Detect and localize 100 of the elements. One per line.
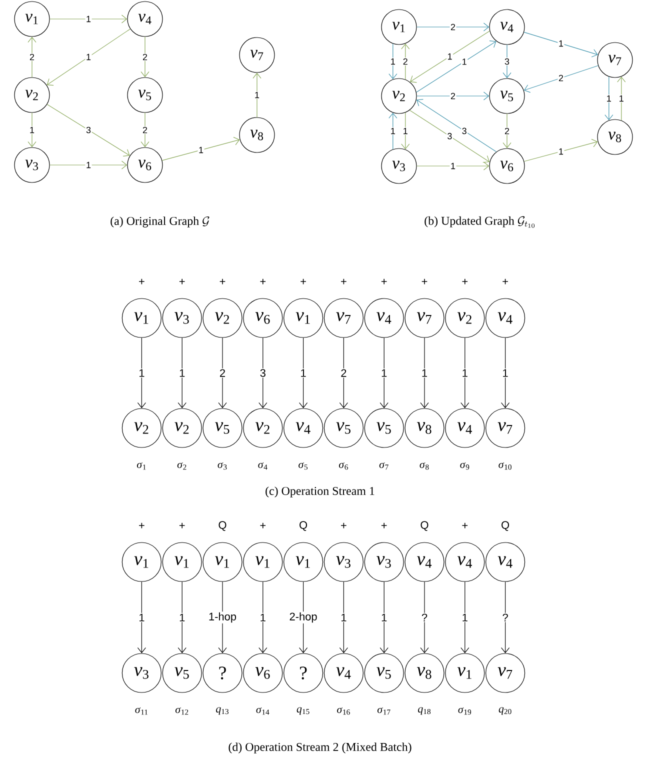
arrow <box>420 338 429 408</box>
operation-label: σ$_{5}$ <box>298 462 308 470</box>
arrow <box>502 44 512 78</box>
arrow <box>409 110 490 163</box>
arrow <box>50 14 128 24</box>
operation-sign: + <box>422 278 428 284</box>
arrow <box>524 65 598 93</box>
operation-sign: Q <box>420 521 428 531</box>
edge-label: 3 <box>504 58 510 66</box>
arrow <box>401 44 410 80</box>
edge-label: 1 <box>259 612 267 622</box>
arrow <box>258 582 268 654</box>
arrow <box>501 582 510 654</box>
operation-sign: + <box>381 278 387 284</box>
operation-sign: Q <box>300 521 308 531</box>
arrow <box>501 338 510 408</box>
edge-label: 1 <box>299 368 308 378</box>
operation-sign: + <box>260 278 266 284</box>
arrow <box>140 36 150 78</box>
arrow <box>416 162 490 170</box>
edge-label: 2 <box>402 58 409 66</box>
arrow <box>162 136 240 161</box>
arrow <box>416 40 496 93</box>
arrow <box>299 338 308 408</box>
operation-sign: + <box>179 522 185 528</box>
edge-label: ? <box>501 612 510 622</box>
edge-label: 1 <box>138 368 146 378</box>
edge-label: 1 <box>390 58 396 66</box>
edge-label: 1 <box>450 162 456 170</box>
edge-label: 2 <box>450 23 456 31</box>
edge-label: 1 <box>501 368 510 378</box>
caption: $\text{(b) Updated Graph }\mathcal{G}_{t_{10}}$ <box>424 216 535 228</box>
arrow <box>46 104 130 156</box>
arrow <box>218 338 227 408</box>
edge-label: 1 <box>138 612 146 622</box>
edge-label: 3 <box>259 368 267 378</box>
edge-label: 1 <box>618 94 625 102</box>
arrow <box>416 22 490 32</box>
operation-label: σ$_{9}$ <box>460 462 470 470</box>
arrow <box>258 338 268 408</box>
arrow <box>420 582 429 654</box>
arrow <box>339 582 348 654</box>
edge-label: 2 <box>558 74 564 82</box>
operation-sign: + <box>300 278 306 284</box>
operation-label: q$_{18}$ <box>418 707 431 715</box>
operation-label: σ$_{2}$ <box>177 462 186 470</box>
edge-label: 2-hop <box>288 612 318 624</box>
arrow <box>460 338 470 408</box>
operation-label: σ$_{14}$ <box>256 707 270 715</box>
caption: (c) Operation Stream 1 <box>266 486 374 498</box>
operation-sign: + <box>341 522 346 528</box>
operation-label: q$_{15}$ <box>296 707 310 715</box>
operation-label: σ$_{1}$ <box>136 462 146 470</box>
edge-label: 1 <box>340 612 348 622</box>
caption: (d) Operation Stream 2 (Mixed Batch) <box>228 742 412 754</box>
edge-label: 1 <box>28 126 36 134</box>
edge-label: 1 <box>85 161 92 169</box>
edge-label: 1 <box>606 94 612 102</box>
operation-label: σ$_{19}$ <box>458 707 472 715</box>
operation-label: σ$_{4}$ <box>258 462 268 470</box>
operation-sign: + <box>462 278 468 284</box>
edge-label: 1 <box>461 368 469 378</box>
arrow <box>28 36 36 78</box>
edge-label: 1 <box>461 58 468 66</box>
arrow <box>339 338 348 408</box>
arrow <box>524 32 598 58</box>
edge-label: 1 <box>254 91 260 99</box>
arrow <box>460 582 470 654</box>
edge-label: 1 <box>420 368 428 378</box>
operation-label: σ$_{10}$ <box>498 462 512 470</box>
edge-label: 1 <box>390 127 396 135</box>
operation-label: q$_{20}$ <box>498 707 512 715</box>
arrow <box>380 582 388 654</box>
arrow <box>178 582 186 654</box>
arrow <box>140 112 150 148</box>
edge-label: 3 <box>461 126 468 135</box>
operation-label: σ$_{16}$ <box>337 707 350 715</box>
edge-label: 1 <box>85 53 92 61</box>
edge-label: 1 <box>402 127 409 135</box>
operation-sign: + <box>179 278 185 284</box>
operation-sign: + <box>139 522 144 528</box>
operation-label: σ$_{7}$ <box>379 462 388 470</box>
edge-label: 1 <box>178 612 186 622</box>
edge-label: 1 <box>461 612 469 622</box>
operation-sign: + <box>502 278 508 284</box>
operation-sign: Q <box>502 521 510 531</box>
operation-label: σ$_{6}$ <box>338 462 348 470</box>
operation-label: σ$_{17}$ <box>377 707 390 715</box>
edge-label: 1 <box>178 368 186 378</box>
arrow <box>502 114 512 148</box>
edge-label: 1 <box>380 612 388 622</box>
operation-label: σ$_{12}$ <box>175 707 188 715</box>
arrow <box>178 338 186 408</box>
arrow <box>416 99 497 152</box>
edge-label: ? <box>420 612 428 622</box>
edge-label: 3 <box>446 132 453 140</box>
edge-label: 2 <box>450 92 456 100</box>
edge-label: 1 <box>85 15 92 23</box>
arrow <box>137 338 146 408</box>
edge-label: 1-hop <box>208 612 238 624</box>
